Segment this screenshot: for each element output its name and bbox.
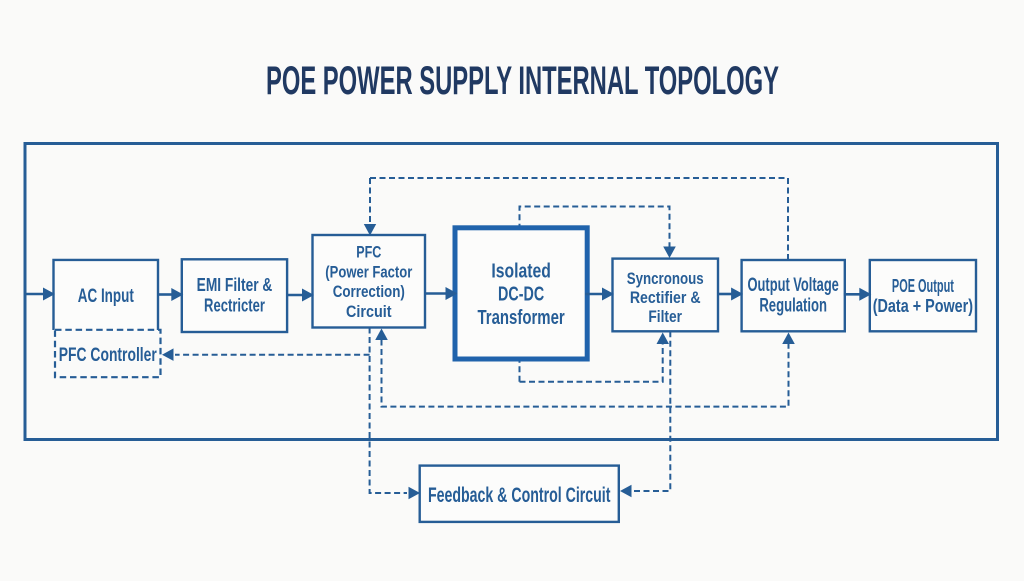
- svg-text:Output Voltage: Output Voltage: [748, 275, 839, 296]
- svg-text:Isolated: Isolated: [491, 260, 550, 283]
- svg-text:DC-DC: DC-DC: [498, 283, 544, 306]
- svg-text:Correction): Correction): [333, 283, 405, 301]
- svg-text:(Power Factor: (Power Factor: [325, 263, 412, 281]
- svg-text:Circuit: Circuit: [346, 303, 392, 321]
- svg-text:Regulation: Regulation: [759, 296, 827, 317]
- svg-text:AC Input: AC Input: [78, 286, 134, 307]
- svg-text:Rectricter: Rectricter: [204, 294, 265, 315]
- svg-text:PFC: PFC: [356, 244, 381, 262]
- svg-text:POE Output: POE Output: [892, 275, 954, 296]
- svg-text:Transformer: Transformer: [477, 306, 564, 329]
- svg-text:Rectifier &: Rectifier &: [630, 288, 701, 307]
- svg-text:PFC Controller: PFC Controller: [59, 345, 157, 366]
- svg-text:Syncronous: Syncronous: [627, 269, 704, 288]
- svg-text:(Data + Power): (Data + Power): [873, 295, 973, 316]
- svg-text:Filter: Filter: [648, 307, 682, 326]
- svg-text:POE POWER SUPPLY INTERNAL TOPO: POE POWER SUPPLY INTERNAL TOPOLOGY: [266, 59, 779, 103]
- svg-text:EMI Filter &: EMI Filter &: [197, 274, 273, 295]
- svg-text:Feedback & Control Circuit: Feedback & Control Circuit: [428, 483, 611, 507]
